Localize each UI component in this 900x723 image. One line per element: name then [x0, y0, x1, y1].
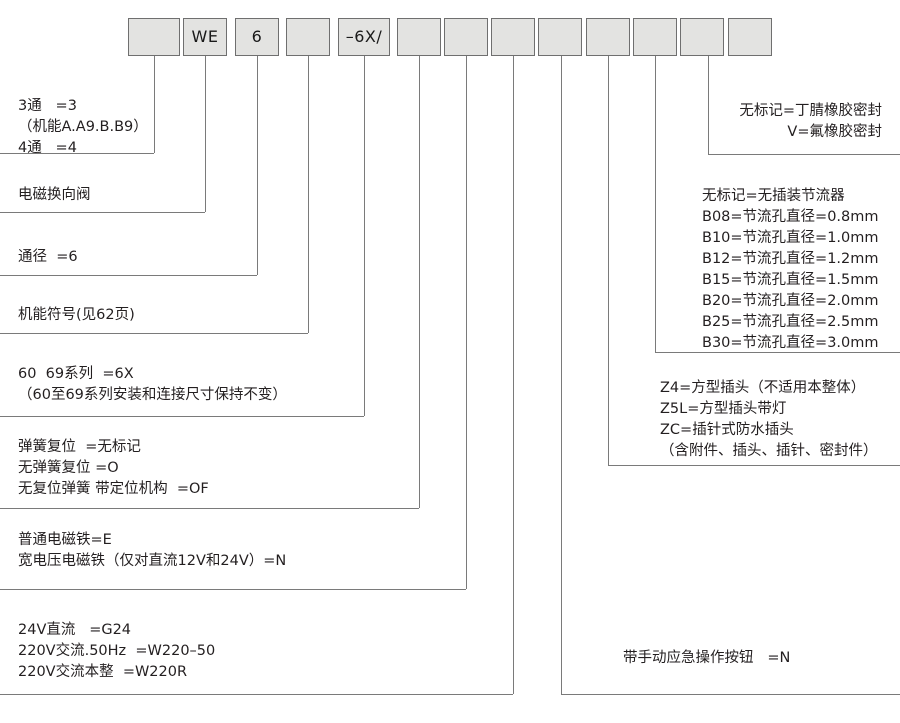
leader-valve-type-vertical	[205, 56, 206, 212]
leader-manual-override-vertical	[561, 56, 562, 694]
label-orifice-line-2: B08=节流孔直径=0.8mm	[702, 209, 879, 225]
code-box-4[interactable]	[286, 18, 330, 56]
label-solenoid-line-1: 普通电磁铁=E	[18, 532, 112, 548]
leader-solenoid-vertical	[466, 56, 467, 589]
leader-voltage-vertical	[513, 56, 514, 694]
code-box-label: –6X/	[345, 27, 383, 46]
leader-manual-override-horizontal	[561, 694, 900, 695]
leader-series-vertical	[364, 56, 365, 416]
label-solenoid-line-2: 宽电压电磁铁（仅对直流12V和24V）=N	[18, 553, 287, 569]
label-voltage: 24V直流 =G24 220V交流.50Hz =W220–50 220V交流本整 =…	[18, 620, 215, 683]
code-box-11[interactable]	[633, 18, 677, 56]
label-valve-type: 电磁换向阀	[18, 185, 91, 206]
label-ways-line-1: 3通 =3	[18, 98, 77, 114]
leader-spool-symbol-vertical	[308, 56, 309, 333]
leader-seal-vertical	[708, 56, 709, 154]
label-size: 通径 =6	[18, 247, 78, 268]
label-spool-symbol: 机能符号(见62页)	[18, 305, 135, 326]
code-box-10[interactable]	[586, 18, 630, 56]
leader-voltage-horizontal	[0, 694, 513, 695]
leader-seal-horizontal	[708, 154, 900, 155]
label-orifice-line-8: B30=节流孔直径=3.0mm	[702, 335, 879, 351]
label-orifice-line-6: B20=节流孔直径=2.0mm	[702, 293, 879, 309]
label-valve-type-line-1: 电磁换向阀	[18, 187, 91, 203]
label-series-line-2: （60至69系列安装和连接尺寸保持不变）	[18, 387, 287, 403]
leader-valve-type-horizontal	[0, 212, 205, 213]
code-box-9[interactable]	[538, 18, 582, 56]
label-seal-line-2: V=氟橡胶密封	[787, 124, 882, 140]
label-spring-line-1: 弹簧复位 =无标记	[18, 439, 141, 455]
code-box-8[interactable]	[491, 18, 535, 56]
leader-ways-vertical	[154, 56, 155, 153]
label-manual-override-line-1: 带手动应急操作按钮 =N	[623, 650, 791, 666]
label-seal-line-1: 无标记=丁腈橡胶密封	[739, 103, 882, 119]
label-orifice-line-1: 无标记=无插装节流器	[702, 188, 845, 204]
code-box-13[interactable]	[728, 18, 772, 56]
label-spring-line-2: 无弹簧复位 =O	[18, 460, 119, 476]
label-ways: 3通 =3 （机能A.A9.B.B9） 4通 =4	[18, 96, 148, 159]
label-seal: 无标记=丁腈橡胶密封 V=氟橡胶密封	[620, 101, 882, 143]
leader-series-horizontal	[0, 416, 364, 417]
label-spring: 弹簧复位 =无标记无弹簧复位 =O 无复位弹簧 带定位机构 =OF	[18, 437, 209, 500]
code-box-label: WE	[191, 27, 219, 46]
label-spring-line-3: 无复位弹簧 带定位机构 =OF	[18, 481, 209, 497]
label-spool-symbol-line-1: 机能符号(见62页)	[18, 307, 135, 323]
label-series: 60 69系列 =6X （60至69系列安装和连接尺寸保持不变）	[18, 364, 287, 406]
label-size-line-1: 通径 =6	[18, 249, 78, 265]
label-orifice-line-4: B12=节流孔直径=1.2mm	[702, 251, 879, 267]
label-series-line-1: 60 69系列 =6X	[18, 366, 134, 382]
leader-solenoid-horizontal	[0, 589, 466, 590]
leader-orifice-vertical	[655, 56, 656, 352]
leader-size-vertical	[257, 56, 258, 275]
code-box-6[interactable]	[397, 18, 441, 56]
label-ways-line-2: （机能A.A9.B.B9）	[18, 119, 148, 135]
code-box-label: 6	[251, 27, 263, 46]
leader-ways-horizontal	[0, 153, 154, 154]
label-connector-line-3: ZC=插针式防水插头	[660, 422, 794, 438]
label-orifice-line-5: B15=节流孔直径=1.5mm	[702, 272, 879, 288]
label-orifice-line-3: B10=节流孔直径=1.0mm	[702, 230, 879, 246]
label-orifice-line-7: B25=节流孔直径=2.5mm	[702, 314, 879, 330]
label-manual-override: 带手动应急操作按钮 =N	[623, 648, 893, 669]
code-box-3[interactable]: 6	[235, 18, 279, 56]
code-box-5[interactable]: –6X/	[338, 18, 390, 56]
label-connector-line-4: （含附件、插头、插针、密封件）	[660, 443, 878, 459]
code-box-2[interactable]: WE	[183, 18, 227, 56]
label-solenoid: 普通电磁铁=E 宽电压电磁铁（仅对直流12V和24V）=N	[18, 530, 286, 572]
leader-size-horizontal	[0, 275, 257, 276]
leader-orifice-horizontal	[655, 352, 900, 353]
label-connector-line-2: Z5L=方型插头带灯	[660, 401, 787, 417]
label-connector: Z4=方型插头（不适用本整体） Z5L=方型插头带灯 ZC=插针式防水插头 （含附件、…	[660, 378, 900, 462]
label-voltage-line-3: 220V交流本整 =W220R	[18, 664, 188, 680]
label-connector-line-1: Z4=方型插头（不适用本整体）	[660, 380, 866, 396]
leader-spool-symbol-horizontal	[0, 333, 308, 334]
leader-connector-horizontal	[608, 465, 900, 466]
label-voltage-line-2: 220V交流.50Hz =W220–50	[18, 643, 216, 659]
code-box-1[interactable]	[128, 18, 180, 56]
label-voltage-line-1: 24V直流 =G24	[18, 622, 132, 638]
leader-spring-horizontal	[0, 508, 419, 509]
label-ways-line-3: 4通 =4	[18, 140, 77, 156]
leader-connector-vertical	[608, 56, 609, 465]
leader-spring-vertical	[419, 56, 420, 508]
code-box-12[interactable]	[680, 18, 724, 56]
code-box-7[interactable]	[444, 18, 488, 56]
